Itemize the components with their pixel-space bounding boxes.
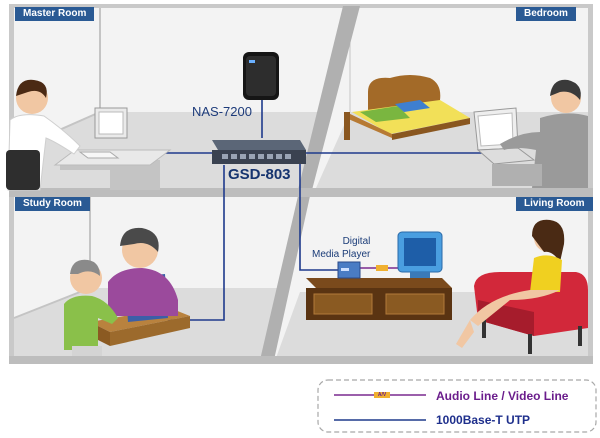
room-tag-bedroom: Bedroom	[516, 7, 576, 21]
switch-label: GSD-803	[228, 166, 291, 183]
master-room-scene	[6, 79, 172, 191]
cable-living-player	[299, 162, 345, 271]
switch-device	[212, 140, 306, 164]
nas-label: NAS-7200	[192, 104, 252, 119]
living-room-scene	[306, 219, 588, 354]
study-room-scene	[64, 227, 190, 356]
legend-av-label: Audio Line / Video Line	[436, 389, 569, 403]
media-player-label: Digital Media Player	[312, 236, 371, 260]
legend-utp-label: 1000Base-T UTP	[436, 413, 531, 427]
room-tag-master: Master Room	[15, 7, 95, 21]
bedroom-scene	[344, 75, 588, 188]
legend-av-tag: A/V	[374, 392, 390, 398]
room-tag-study: Study Room	[15, 197, 90, 211]
av-cable-tag	[376, 265, 388, 271]
utp-cables	[100, 100, 488, 321]
nas-device	[243, 52, 279, 100]
room-tag-living: Living Room	[516, 197, 593, 211]
